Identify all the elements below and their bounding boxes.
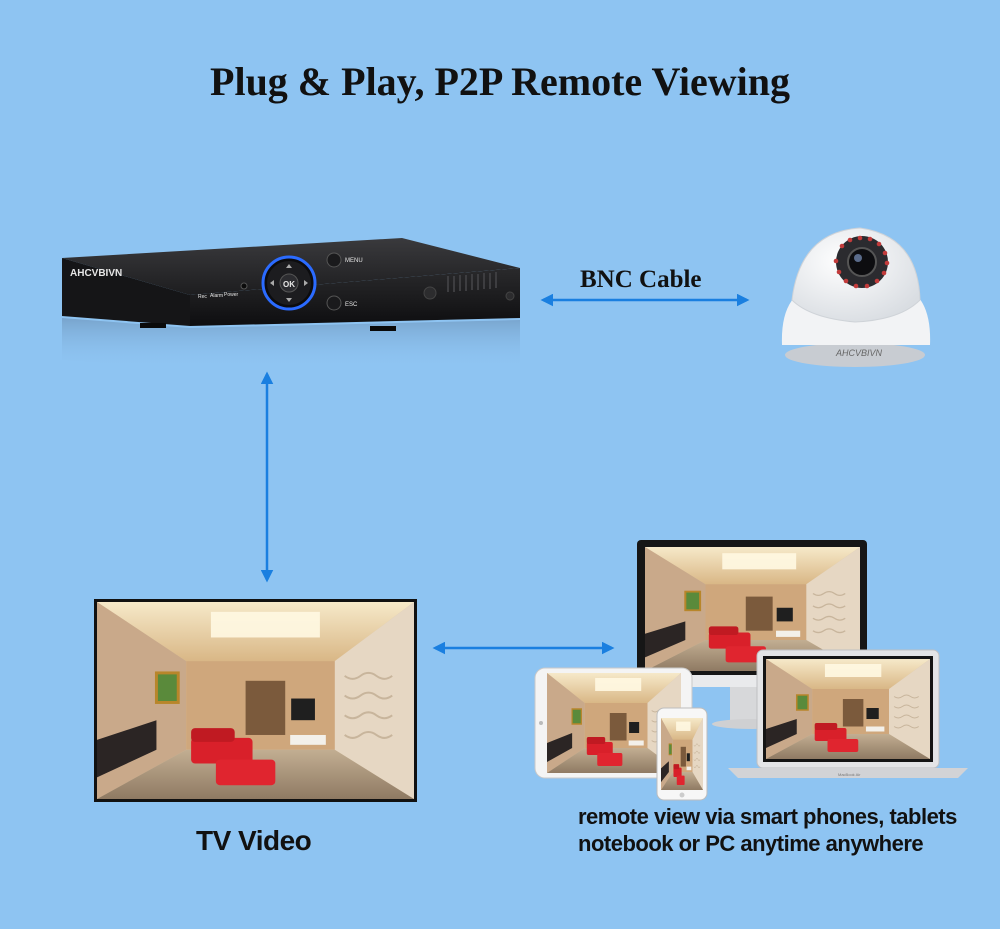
remote-view-line-2: notebook or PC anytime anywhere: [578, 831, 924, 856]
dvr-knob-icon: [423, 286, 437, 300]
tv-video-label: TV Video: [196, 825, 312, 856]
laptop-brand: MacBook Air: [838, 772, 861, 777]
dvr-nav-ring: OK: [261, 255, 317, 311]
vent-grille: [447, 272, 497, 292]
dvr-brand: AHCVBIVN: [70, 268, 122, 279]
smartphone: [656, 707, 708, 801]
dvr-led-alarm: Alarm: [210, 293, 223, 299]
dvr-led-power: Power: [224, 292, 239, 298]
dvr-ok-label: OK: [283, 280, 295, 289]
dome-camera: AHCVBIVN: [781, 227, 931, 367]
menu-button-icon: [326, 252, 342, 268]
esc-button-icon: [326, 295, 342, 311]
bnc-cable-label: BNC Cable: [580, 266, 702, 293]
dvr-led-rec: Rec: [198, 294, 207, 300]
remote-view-text: remote view via smart phones, tablets no…: [578, 803, 957, 857]
remote-view-line-1: remote view via smart phones, tablets: [578, 804, 957, 829]
dvr-menu-label: MENU: [345, 258, 363, 264]
laptop: MacBook Air: [728, 649, 968, 778]
dvr-esc-label: ESC: [345, 302, 358, 308]
dvr-recorder: AHCVBIVN Rec Alarm Power OK MENU ESC: [62, 238, 520, 370]
ir-sensor-icon: [240, 282, 248, 290]
tv-monitor: [94, 599, 417, 802]
camera-brand: AHCVBIVN: [835, 348, 883, 358]
page-title: Plug & Play, P2P Remote Viewing: [210, 59, 790, 104]
